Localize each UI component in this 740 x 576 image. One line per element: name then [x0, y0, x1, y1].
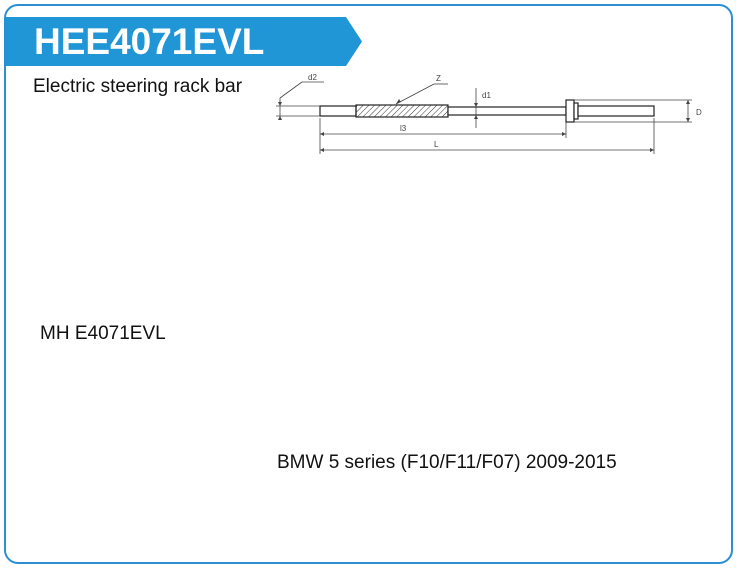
label-d2: d2 — [308, 73, 317, 82]
label-d1: d1 — [482, 91, 491, 100]
title-banner: HEE4071EVL — [6, 17, 362, 66]
label-l3: l3 — [400, 124, 407, 133]
label-d: D — [696, 108, 702, 117]
alternate-code: MH E4071EVL — [40, 323, 166, 344]
rack-bar-shape — [319, 99, 655, 123]
product-card — [4, 4, 733, 564]
label-z: Z — [436, 74, 441, 83]
label-l: L — [434, 140, 439, 149]
banner-shape — [6, 17, 362, 66]
rack-bar-diagram: d2 Z d1 D l3 L — [268, 70, 708, 165]
product-description: Electric steering rack bar — [33, 76, 243, 97]
vehicle-application: BMW 5 series (F10/F11/F07) 2009-2015 — [277, 452, 617, 473]
product-code: HEE4071EVL — [34, 21, 265, 62]
